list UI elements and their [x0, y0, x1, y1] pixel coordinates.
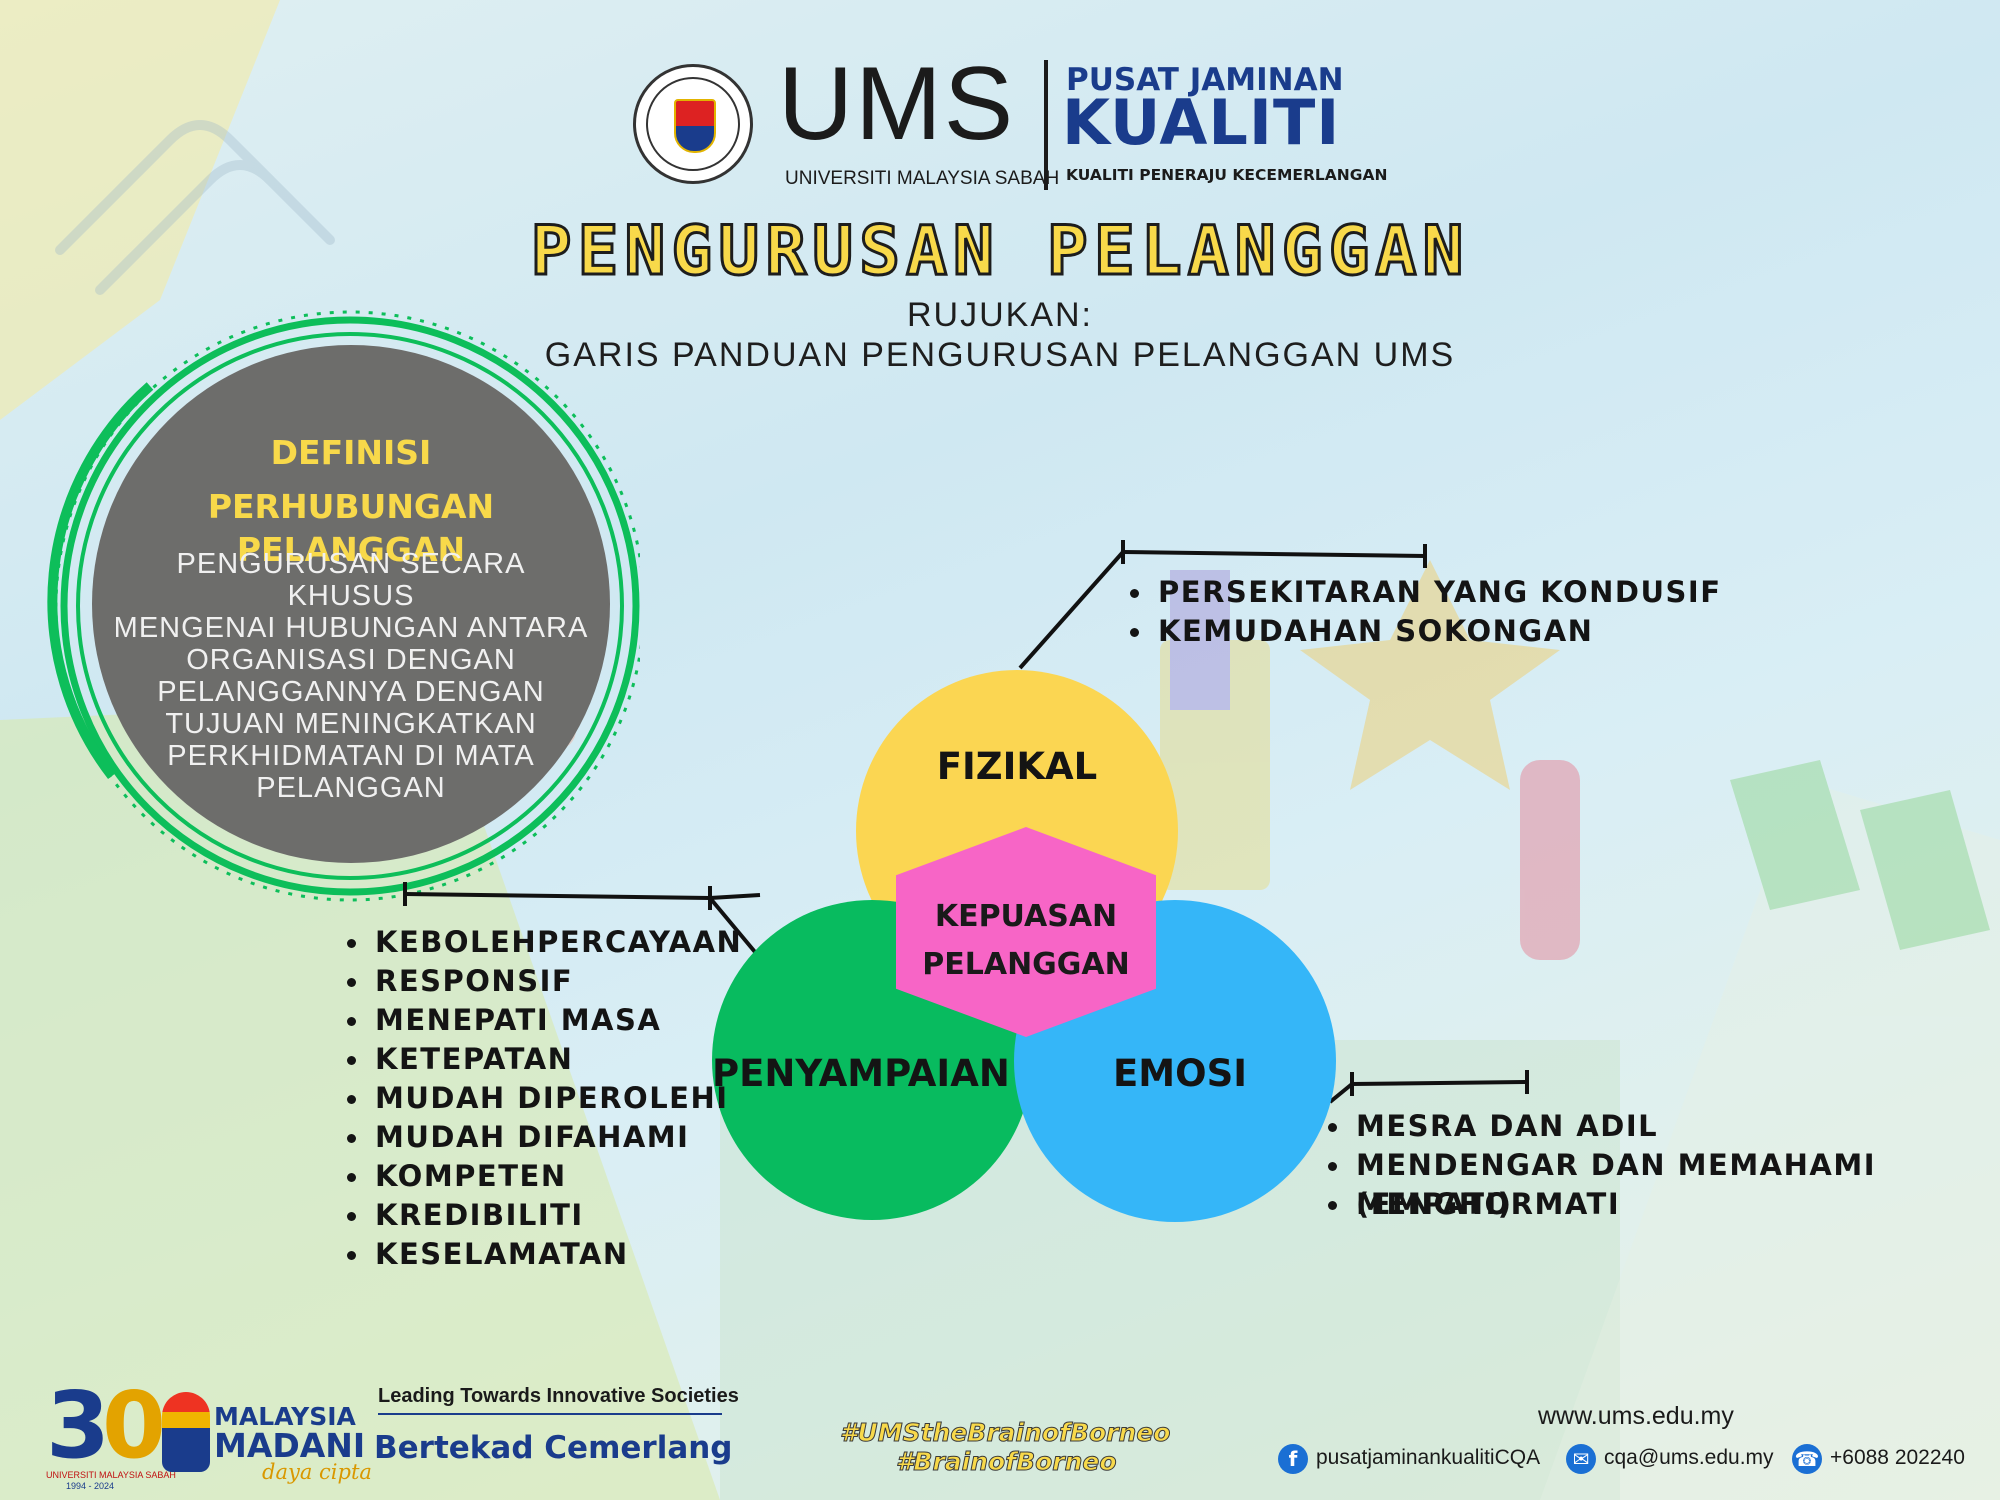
tagline: Leading Towards Innovative Societies: [378, 1385, 739, 1407]
list-item: KOMPETEN: [345, 1157, 742, 1196]
unit-motto: KUALITI PENERAJU KECEMERLANGAN: [1066, 166, 1388, 184]
reference-label: RUJUKAN:: [906, 296, 1094, 334]
fizikal-label: FIZIKAL: [936, 745, 1098, 788]
email-icon: ✉: [1566, 1444, 1596, 1474]
ums-full-name: UNIVERSITI MALAYSIA SABAH: [785, 168, 1060, 189]
center-label-line2: PELANGGAN: [922, 947, 1130, 982]
madani-line3: daya cipta: [262, 1460, 372, 1484]
phone-number[interactable]: +6088 202240: [1830, 1446, 1965, 1469]
list-item: KREDIBILITI: [345, 1196, 742, 1235]
definition-line: PELANGGANNYA DENGAN: [157, 676, 545, 708]
definition-circle: [92, 345, 610, 863]
page-title: PENGURUSAN PELANGGAN: [529, 211, 1470, 293]
tagline-divider: [378, 1413, 722, 1415]
fizikal-connector: [1018, 550, 1125, 670]
madani-line1: MALAYSIA: [214, 1402, 356, 1431]
madani-line2: MADANI: [214, 1426, 366, 1465]
ums-seal-logo: [633, 64, 753, 184]
center-hexagon: [896, 827, 1156, 1037]
emosi-list: MESRA DAN ADIL MENDENGAR DAN MEMAHAMI (E…: [1326, 1107, 2000, 1224]
definition-line: PERKHIDMATAN DI MATA: [167, 740, 535, 772]
definition-body: PENGURUSAN SECARA KHUSUS MENGENAI HUBUNG…: [112, 548, 590, 804]
website-link[interactable]: www.ums.edu.my: [1538, 1402, 1734, 1430]
list-item: RESPONSIF: [345, 962, 742, 1001]
fizikal-list: PERSEKITARAN YANG KONDUSIF KEMUDAHAN SOK…: [1128, 573, 1722, 651]
list-item: MUDAH DIPEROLEHI: [345, 1079, 742, 1118]
header-divider: [1044, 60, 1048, 190]
center-label-line1: KEPUASAN: [934, 899, 1118, 934]
unit-name-line2: KUALITI: [1062, 86, 1341, 159]
list-item: MESRA DAN ADIL: [1326, 1107, 2000, 1146]
hashtag-secondary: #BrainofBorneo: [896, 1447, 1118, 1477]
unit-name-line1: PUSAT JAMINAN: [1066, 62, 1344, 98]
penyampaian-connector: [709, 893, 761, 900]
reference-text: GARIS PANDUAN PENGURUSAN PELANGGAN UMS: [544, 336, 1456, 374]
list-item: MENDENGAR DAN MEMAHAMI (EMPATI): [1326, 1146, 2000, 1221]
list-item: MENEPATI MASA: [345, 1001, 742, 1040]
list-item: MENGHORMATI: [1326, 1185, 2000, 1224]
emosi-connector: [1328, 1082, 1354, 1104]
definition-line: PENGURUSAN SECARA KHUSUS: [176, 548, 526, 612]
penyampaian-connector: [708, 896, 762, 960]
definition-line: TUJUAN MENINGKATKAN: [165, 708, 537, 740]
fizikal-bracket: [1122, 550, 1426, 558]
email-link[interactable]: cqa@ums.edu.my: [1604, 1446, 1774, 1469]
definition-line: ORGANISASI DENGAN: [186, 644, 516, 676]
anniversary-logo: 30: [46, 1372, 166, 1479]
definition-ring: [47, 310, 640, 902]
madani-hand-icon: [162, 1392, 210, 1472]
ums-logo-text: UMS: [778, 46, 1016, 162]
seal-crest-icon: [674, 99, 716, 153]
center-label: KEPUASAN PELANGGAN: [896, 893, 1156, 989]
definition-line: PELANGGAN: [256, 772, 446, 804]
list-item: KEMUDAHAN SOKONGAN: [1128, 612, 1722, 651]
list-item: KESELAMATAN: [345, 1235, 742, 1274]
anniversary-years: 1994 - 2024: [66, 1481, 115, 1491]
emosi-label: EMOSI: [1113, 1052, 1247, 1095]
penyampaian-bracket: [404, 892, 711, 900]
list-item: MUDAH DIFAHAMI: [345, 1118, 742, 1157]
facebook-icon: f: [1278, 1444, 1308, 1474]
list-item: KEBOLEHPERCAYAAN: [345, 923, 742, 962]
definition-heading-line2: PERHUBUNGAN PELANGGAN: [207, 487, 495, 569]
facebook-link[interactable]: pusatjaminankualitiCQA: [1316, 1446, 1541, 1469]
hashtag-primary: #UMStheBrainofBorneo: [839, 1418, 1171, 1448]
penyampaian-label: PENYAMPAIAN: [712, 1052, 1010, 1095]
list-item: KETEPATAN: [345, 1040, 742, 1079]
seal-ring: [646, 77, 740, 171]
emosi-bracket: [1351, 1080, 1528, 1086]
definition-line: MENGENAI HUBUNGAN ANTARA: [113, 612, 589, 644]
penyampaian-list: KEBOLEHPERCAYAAN RESPONSIF MENEPATI MASA…: [345, 923, 742, 1274]
phone-icon: ☎: [1792, 1444, 1822, 1474]
anniversary-caption: UNIVERSITI MALAYSIA SABAH: [46, 1470, 176, 1480]
definition-heading-line1: DEFINISI: [270, 433, 432, 472]
list-item: PERSEKITARAN YANG KONDUSIF: [1128, 573, 1722, 612]
slogan: Bertekad Cemerlang: [374, 1430, 733, 1466]
